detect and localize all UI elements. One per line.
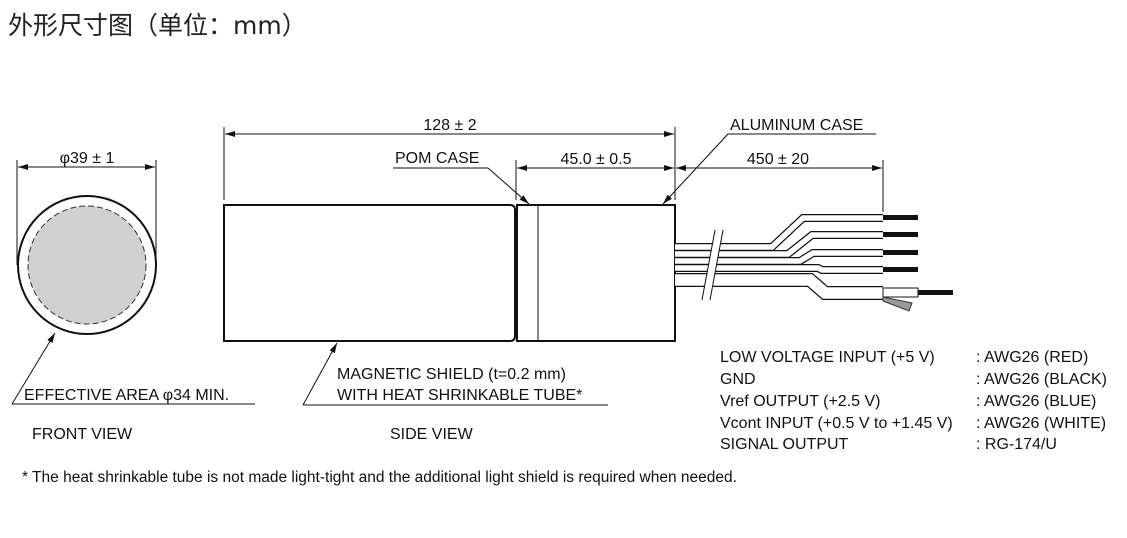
page-title: 外形尺寸图（单位：mm） (8, 11, 307, 40)
wire-signal: LOW VOLTAGE INPUT (+5 V) (720, 349, 935, 366)
wire-signal: Vref OUTPUT (+2.5 V) (720, 393, 880, 410)
wire-signal: Vcont INPUT (+0.5 V to +1.45 V) (720, 415, 953, 432)
wire-spec: : AWG26 (RED) (976, 349, 1088, 366)
wire-signal: SIGNAL OUTPUT (720, 436, 849, 453)
effective-area-label: EFFECTIVE AREA φ34 MIN. (24, 387, 229, 404)
diameter-label: φ39 ± 1 (60, 150, 115, 167)
footnote: * The heat shrinkable tube is not made l… (22, 469, 737, 486)
shield-label-line1: MAGNETIC SHIELD (t=0.2 mm) (337, 366, 566, 383)
wire-spec: : AWG26 (WHITE) (976, 415, 1106, 432)
aluminum-length-label: 45.0 ± 0.5 (560, 151, 631, 168)
case-body (516, 204, 676, 342)
pom-case-label: POM CASE (395, 150, 479, 167)
wire-signal: GND (720, 371, 756, 388)
cables (675, 214, 953, 312)
wire-spec: : AWG26 (BLUE) (976, 393, 1096, 410)
wire-spec: : AWG26 (BLACK) (976, 371, 1107, 388)
side-view: 128 ± 2 45.0 ± 0.5 450 ± 20 POM CASE ALU… (223, 117, 884, 443)
front-view: φ39 ± 1 EFFECTIVE AREA φ34 MIN. FRONT VI… (11, 150, 255, 443)
shield-label-line2: WITH HEAT SHRINKABLE TUBE* (337, 387, 582, 404)
aluminum-case-label: ALUMINUM CASE (730, 117, 863, 134)
wire-spec: : RG-174/U (976, 436, 1057, 453)
wire-legend: LOW VOLTAGE INPUT (+5 V) : AWG26 (RED) G… (720, 349, 1107, 453)
magnetic-shield-body (223, 204, 516, 342)
effective-area-circle (27, 205, 147, 325)
effective-area-leader (11, 332, 56, 405)
length-label: 128 ± 2 (423, 117, 476, 134)
cable-length-label: 450 ± 20 (747, 151, 809, 168)
side-view-label: SIDE VIEW (390, 426, 474, 443)
front-view-label: FRONT VIEW (32, 426, 133, 443)
